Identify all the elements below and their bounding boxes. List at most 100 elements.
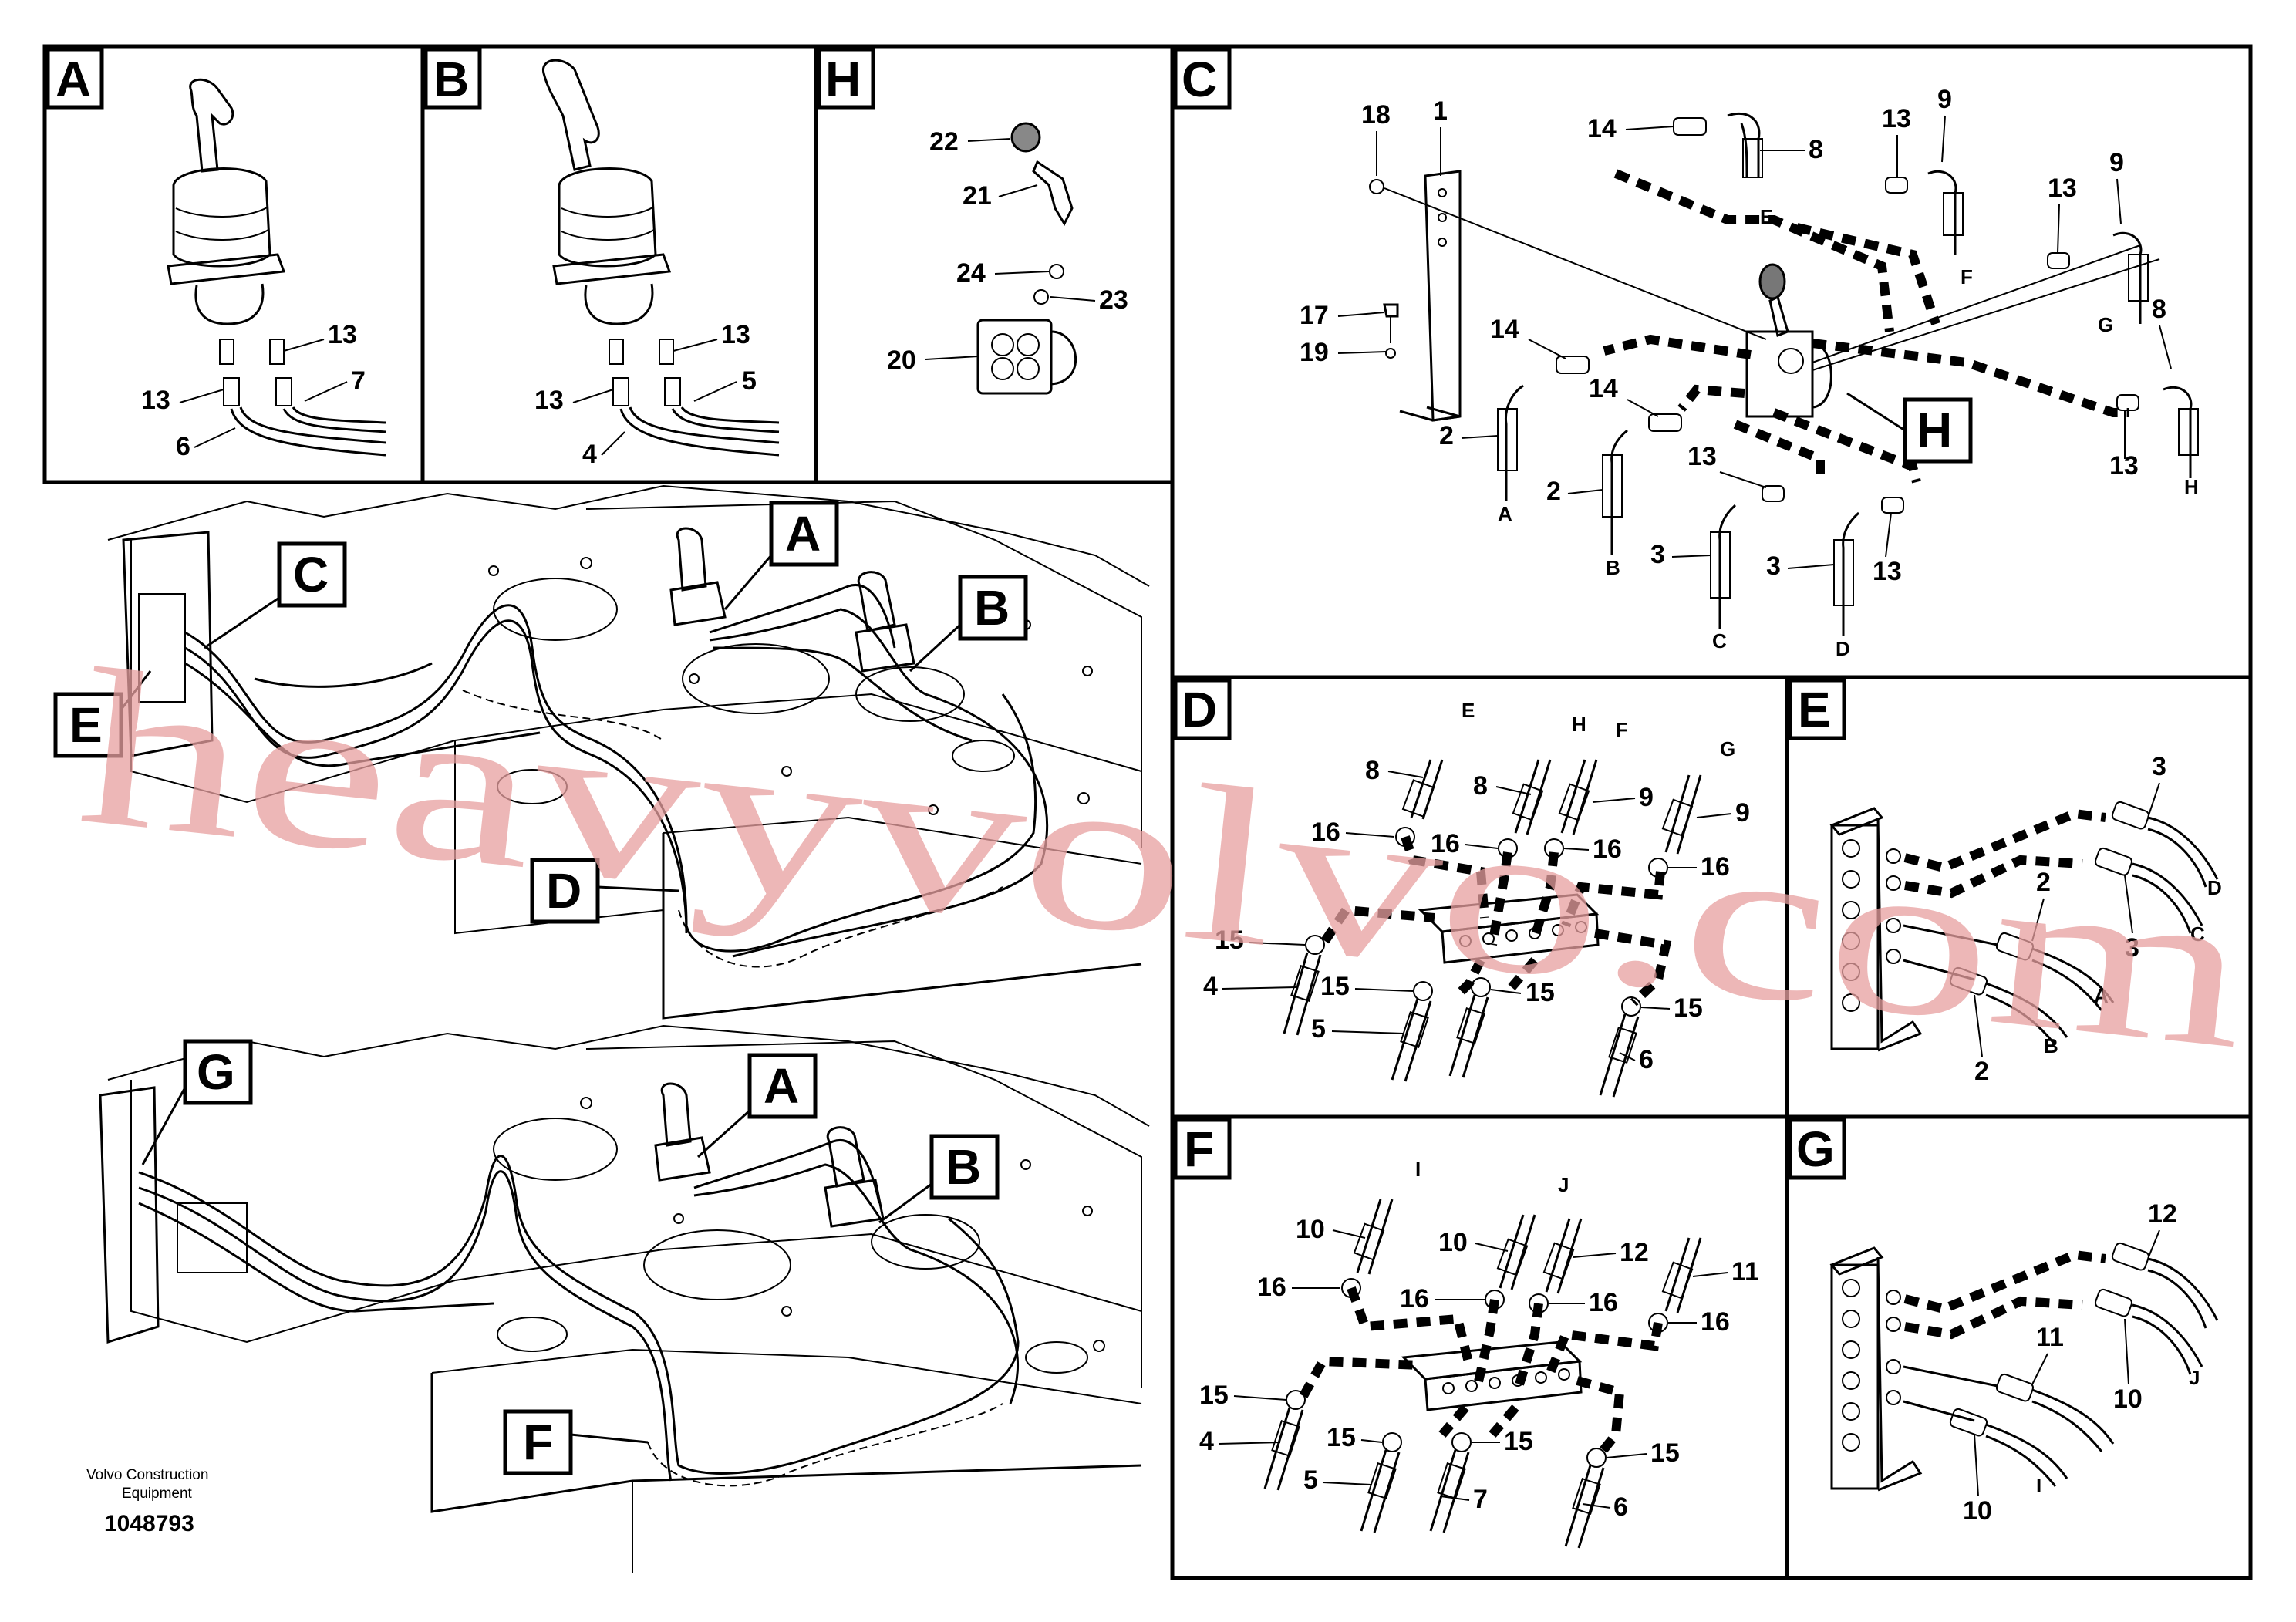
d-label-15-c: 15 (1526, 978, 1555, 1007)
d-label-h: H (1572, 713, 1586, 736)
c-label-14-low: 14 (1589, 374, 1618, 403)
panel-b-label-13-right: 13 (721, 320, 750, 349)
d-label-f: F (1616, 718, 1628, 741)
hose-fittings-c (1497, 112, 2199, 636)
watermark: heavyvolvo.com (70, 622, 2259, 1096)
manifold-plate-f-icon (1401, 1340, 1583, 1411)
c-label-e: E (1760, 205, 1773, 228)
f-label-7: 7 (1473, 1485, 1488, 1514)
panel-a-label-6: 6 (176, 432, 190, 461)
overview-top (107, 484, 1150, 1020)
valve-block-g-icon (1829, 1246, 1923, 1492)
panel-g: G 12 11 (1788, 1118, 2219, 1526)
panel-g-tag: G (1796, 1121, 1835, 1177)
f-label-15-left: 15 (1199, 1381, 1229, 1410)
c-label-b: B (1606, 556, 1620, 579)
d-label-16-b: 16 (1431, 829, 1460, 858)
panel-h-label-22: 22 (929, 127, 959, 157)
panel-a-label-7: 7 (351, 366, 366, 396)
pilot-lines-dashed (1603, 169, 2129, 484)
overview-bottom-callout-a: A (764, 1058, 799, 1114)
valve-block-e-icon (1829, 807, 1923, 1052)
panel-a-label-13-left: 13 (141, 386, 170, 415)
panel-a-label-13-right: 13 (328, 320, 357, 349)
overview-bottom-callout-g: G (197, 1044, 235, 1100)
switch-assembly-icon (976, 122, 1077, 395)
pilot-lines-f-dashed (1299, 1286, 1663, 1457)
e-label-b: B (2044, 1034, 2058, 1057)
c-label-g: G (2098, 313, 2113, 336)
panel-e: E 3 2 (1788, 678, 2222, 1086)
c-label-9-top: 9 (1937, 85, 1952, 114)
panel-b-label-13-left: 13 (534, 386, 564, 415)
d-label-16-a: 16 (1311, 818, 1340, 847)
f-label-16-c: 16 (1589, 1288, 1618, 1317)
f-label-4: 4 (1199, 1427, 1214, 1456)
c-label-h: H (2184, 475, 2199, 498)
e-label-3-low: 3 (2125, 933, 2139, 963)
panel-h-label-20: 20 (887, 346, 916, 375)
f-label-12: 12 (1620, 1238, 1649, 1267)
e-pilot-line-d (1903, 808, 2106, 873)
joystick-a-icon (167, 78, 386, 457)
pilot-lines-d-dashed (1321, 835, 1672, 1007)
panel-f: F (1173, 1118, 1759, 1549)
c-label-f: F (1961, 265, 1973, 288)
f-label-16-b: 16 (1400, 1284, 1429, 1313)
c-label-8-right: 8 (2152, 295, 2166, 324)
panel-frames (42, 44, 2253, 1580)
f-label-15-d: 15 (1650, 1438, 1680, 1468)
g-label-i: I (2036, 1474, 2041, 1497)
overview-top-callout-e: E (69, 697, 103, 753)
d-label-e: E (1462, 699, 1475, 722)
bracket-icon (1369, 170, 1767, 422)
hose-ends-e (1949, 801, 2219, 1046)
c-label-2-a: 2 (1439, 421, 1454, 450)
panel-a: A 13 13 6 7 (46, 47, 386, 461)
panel-f-tag: F (1184, 1121, 1214, 1177)
g-label-11: 11 (2036, 1323, 2064, 1352)
d-label-15-b: 15 (1320, 972, 1350, 1001)
panel-h-label-21: 21 (963, 181, 992, 211)
e-label-3-top: 3 (2152, 752, 2166, 781)
panel-a-tag: A (56, 52, 91, 107)
overview-bottom-callout-b: B (946, 1139, 981, 1195)
panel-h-label-23: 23 (1099, 285, 1128, 315)
c-label-a: A (1498, 502, 1512, 525)
overview-top-callout-b: B (974, 580, 1010, 636)
overview-top-callout-d: D (546, 863, 582, 919)
g-label-10-bottom: 10 (1963, 1496, 1992, 1526)
c-label-1: 1 (1433, 96, 1448, 126)
f-label-5: 5 (1303, 1465, 1318, 1495)
e-label-d: D (2207, 876, 2222, 899)
f-label-11: 11 (1731, 1257, 1759, 1286)
panel-b: B 13 13 4 5 (423, 47, 780, 469)
d-label-16-d: 16 (1701, 852, 1730, 882)
overview-top-callout-a: A (785, 506, 821, 561)
overview-bottom (99, 1024, 1150, 1573)
e-label-c: C (2190, 922, 2205, 946)
c-label-3-d: 3 (1766, 551, 1781, 581)
d-label-8-mid: 8 (1473, 771, 1488, 801)
d-label-4: 4 (1203, 972, 1218, 1001)
c-label-17: 17 (1300, 301, 1329, 330)
c-label-9-right: 9 (2109, 148, 2124, 177)
f-label-15-b: 15 (1327, 1423, 1356, 1452)
d-label-15-d: 15 (1674, 993, 1703, 1023)
panel-h: H 22 21 24 23 20 (817, 47, 1128, 395)
d-label-g: G (1720, 737, 1735, 760)
panel-h-label-24: 24 (956, 258, 986, 288)
g-label-10-right: 10 (2113, 1384, 2143, 1414)
f-label-15-c: 15 (1504, 1427, 1533, 1456)
panel-c-tag: C (1182, 52, 1217, 107)
c-label-13-bottom: 13 (1873, 557, 1902, 586)
g-label-j: J (2189, 1366, 2200, 1389)
panel-c-callout-h: H (1917, 403, 1952, 458)
footer-company-line1: Volvo Construction (86, 1467, 208, 1483)
hose-ends-g (1949, 1242, 2219, 1487)
d-label-9-mid: 9 (1639, 783, 1654, 812)
overview-bottom-callout-f: F (523, 1415, 553, 1470)
f-label-i: I (1415, 1158, 1421, 1181)
d-label-8-left: 8 (1365, 756, 1380, 785)
